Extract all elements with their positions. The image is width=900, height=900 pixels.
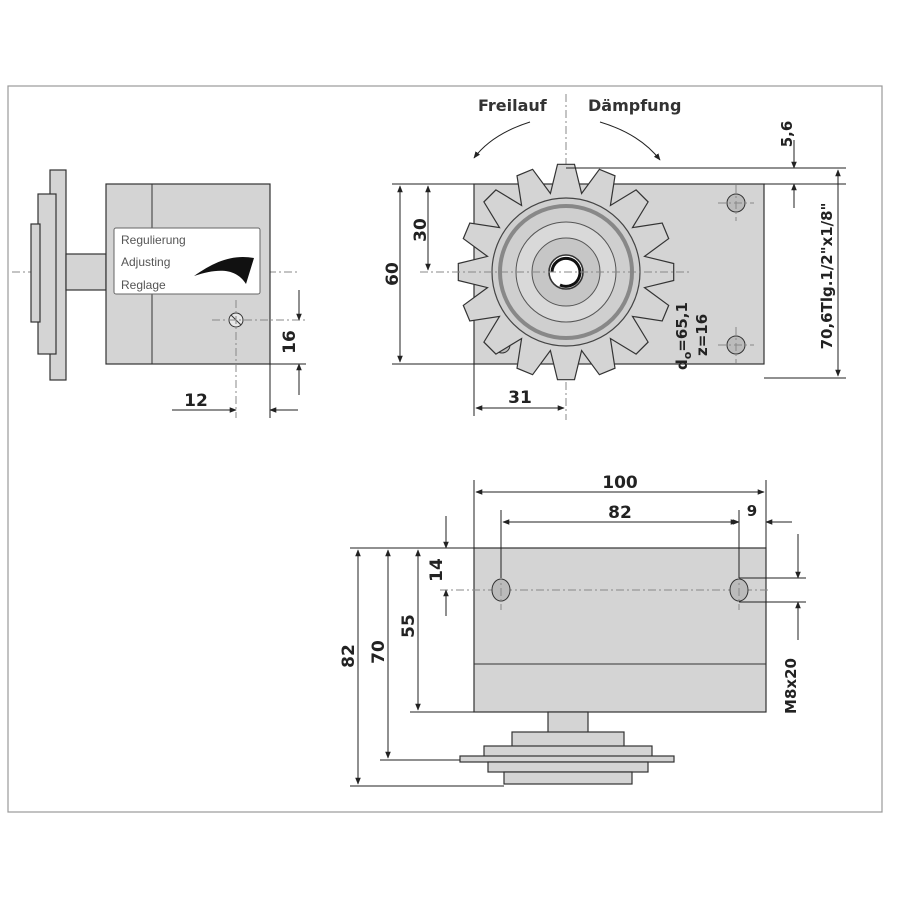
dim-9-label: 9 <box>747 502 757 520</box>
dim-14-label: 14 <box>427 558 447 582</box>
label-line-3: Reglage <box>121 278 166 292</box>
bottom-hole-left <box>491 572 511 610</box>
mount-hole-bottom-right <box>718 327 754 363</box>
drawing-frame <box>7 85 883 813</box>
label-line-1: Regulierung <box>121 233 186 247</box>
label-line-2: Adjusting <box>121 255 170 269</box>
bottom-sprocket-boss <box>503 771 633 785</box>
dim-70-label: 70 <box>369 640 389 664</box>
dim-55-label: 55 <box>399 614 419 638</box>
adjusting-label-box <box>113 227 261 295</box>
dim-30-label: 30 <box>411 218 431 242</box>
adjusting-arrow-icon <box>194 256 254 284</box>
dim-31-label: 31 <box>508 388 532 408</box>
teeth-count-label: z=16 <box>693 314 711 356</box>
bottom-view: 100 82 9 14 55 70 82 M <box>339 473 806 787</box>
mount-hole-top-right <box>718 185 754 221</box>
bottom-sprocket-disc <box>459 755 675 763</box>
side-sprocket-hub <box>37 193 57 355</box>
front-view: Freilauf Dämpfung <box>383 94 846 420</box>
daempfung-arrow-icon <box>599 121 661 161</box>
bottom-sprocket-rim <box>487 761 649 773</box>
dim-82-top-label: 82 <box>608 503 632 523</box>
dim-16-label: 16 <box>280 330 300 354</box>
side-view: Regulierung Adjusting Reglage 16 12 <box>12 169 306 418</box>
bottom-shaft <box>547 711 589 735</box>
pitch-diameter-label: do=65,1 <box>673 302 694 370</box>
side-shaft <box>65 253 107 291</box>
dim-5-6-label: 5,6 <box>778 121 796 148</box>
dim-82-side-label: 82 <box>339 644 359 668</box>
chain-spec-label: 70,6Tlg.1/2"x1/8" <box>818 203 836 350</box>
dim-60-label: 60 <box>383 262 403 286</box>
daempfung-label: Dämpfung <box>588 96 681 115</box>
freilauf-arrow-icon <box>473 121 531 159</box>
circlip-icon <box>550 256 582 288</box>
bottom-housing <box>473 547 767 713</box>
side-sprocket-teeth <box>30 223 41 323</box>
thread-spec-label: M8x20 <box>782 658 800 714</box>
dim-100-label: 100 <box>602 473 638 493</box>
freilauf-label: Freilauf <box>478 96 548 115</box>
dim-12-label: 12 <box>184 391 208 411</box>
